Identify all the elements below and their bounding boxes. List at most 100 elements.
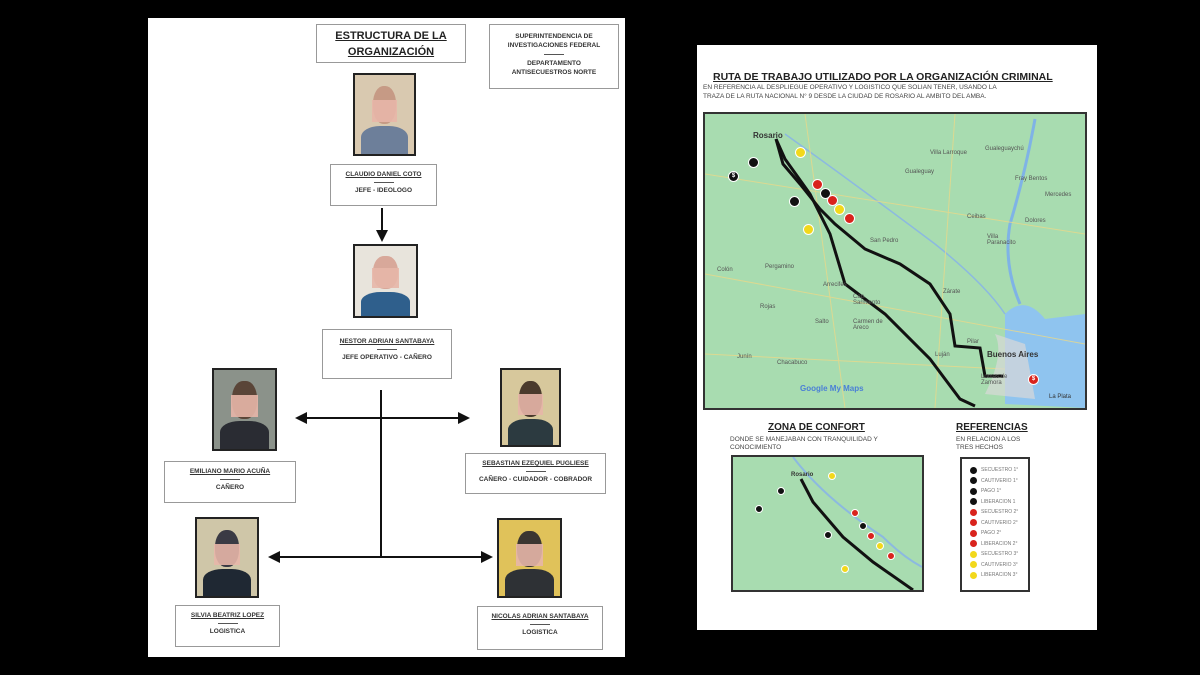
comfort-zone-title: ZONA DE CONFORT [768, 422, 865, 433]
map-marker-secuestro-2[interactable] [844, 213, 855, 224]
map-label-junin: Junín [737, 354, 752, 360]
member-label-silvia: SILVIA BEATRIZ LOPEZ LOGISTICA [175, 605, 280, 647]
map-marker-secuestro-1[interactable] [748, 157, 759, 168]
member-name: SILVIA BEATRIZ LOPEZ [190, 612, 265, 619]
map-label-san-pedro: San Pedro [870, 238, 899, 244]
legend-label: PAGO 2° [981, 530, 1002, 537]
legend-label: CAUTIVERIO 3° [981, 561, 1018, 568]
legend-item: LIBERACION 1 [970, 497, 1028, 508]
member-role: LOGISTICA [209, 628, 246, 635]
marker [887, 552, 895, 560]
map-label-cap-sarmiento: Cap. Sarmiento [853, 294, 881, 306]
marker [851, 509, 859, 517]
legend-marker-icon [970, 477, 977, 485]
member-name: NESTOR ADRIAN SANTABAYA [339, 338, 435, 345]
route-9-line [774, 138, 976, 408]
member-role: CAÑERO [215, 484, 245, 491]
parana-river [1006, 118, 1037, 305]
legend-marker-icon [970, 529, 977, 537]
org-title-line2: ORGANIZACIÓN [347, 46, 435, 58]
agency-line1: SUPERINTENDENCIA DE [515, 33, 593, 40]
map-marker-secuestro-3[interactable] [795, 147, 806, 158]
map-label-pergamino: Pergamino [765, 264, 795, 270]
map-marker-liberacion-1[interactable] [789, 196, 800, 207]
legend-item: PAGO 1° [970, 486, 1028, 497]
legend-item: PAGO 2° [970, 528, 1028, 539]
agency-line3: DEPARTAMENTO [527, 60, 581, 67]
legend-label: PAGO 1° [981, 488, 1002, 495]
map-label-villa-larroque: Villa Larroque [930, 150, 967, 156]
route-subtitle-2: TRAZA DE LA RUTA NACIONAL N° 9 DESDE LA … [703, 93, 987, 100]
references-title: REFERENCIAS [956, 422, 1028, 433]
map-label-zarate: Zárate [943, 289, 961, 295]
map-label-gualeguay: Gualeguay [905, 169, 935, 175]
map-label-colon: Colón [717, 267, 733, 273]
marker [859, 522, 867, 530]
map-label-la-plata: La Plata [1049, 394, 1072, 400]
marker [755, 505, 763, 513]
map-label-arrecifes: Arrecifes [823, 282, 847, 288]
member-role: LOGISTICA [522, 629, 558, 636]
marker [828, 472, 836, 480]
map-label-ceibas: Ceibas [967, 214, 986, 220]
legend-label: SECUESTRO 1° [981, 467, 1019, 474]
map-label-chacabuco: Chacabuco [777, 360, 808, 366]
map-label-buenos-aires: Buenos Aires [987, 350, 1039, 359]
comfort-zone-text-1: DONDE SE MANEJABAN CON TRANQUILIDAD Y [730, 436, 878, 443]
map-marker-pago-2[interactable]: $ [1028, 374, 1039, 385]
map-label-rosario: Rosario [753, 131, 783, 140]
legend-item: SECUESTRO 2° [970, 507, 1028, 518]
map-marker-liberacion-3[interactable] [803, 224, 814, 235]
references-text-2: TRES HECHOS [956, 444, 1003, 451]
route-map[interactable]: Rosario Buenos Aires La Plata Villa Larr… [703, 112, 1087, 410]
legend-item: CAUTIVERIO 3° [970, 560, 1028, 571]
map-marker-cautiverio-1[interactable] [820, 188, 831, 199]
legend-item: CAUTIVERIO 1° [970, 476, 1028, 487]
legend-marker-icon [970, 498, 977, 506]
member-photo-emiliano [212, 368, 277, 451]
route-9-line-zoom [799, 478, 914, 590]
map-label-pilar: Pilar [967, 339, 980, 345]
map-marker-cautiverio-2[interactable] [827, 195, 838, 206]
route-title: RUTA DE TRABAJO UTILIZADO POR LA ORGANIZ… [713, 71, 1053, 83]
legend-item: LIBERACION 2° [970, 539, 1028, 550]
references-legend: SECUESTRO 1° CAUTIVERIO 1°PAGO 1° LIBERACI… [960, 457, 1030, 592]
member-name: NICOLAS ADRIAN SANTABAYA [491, 613, 589, 620]
legend-label: LIBERACION 1 [981, 498, 1016, 505]
agency-line2: INVESTIGACIONES FEDERAL [507, 42, 601, 49]
member-name: EMILIANO MARIO ACUÑA [189, 468, 271, 475]
marker [876, 542, 884, 550]
map-label-carmen-de-areco: Carmen de Areco [853, 319, 883, 331]
map-label-villa-paranacito: Villa Paranacito [987, 234, 1016, 246]
legend-marker-icon [970, 571, 977, 579]
marker [867, 532, 875, 540]
legend-item: CAUTIVERIO 2° [970, 518, 1028, 529]
org-title-line1: ESTRUCTURA DE LA [335, 30, 447, 42]
legend-item: LIBERACION 3° [970, 570, 1028, 581]
route-subtitle-1: EN REFERENCIA AL DESPLIEGUE OPERATIVO Y … [703, 84, 997, 91]
map-marker-liberacion-2[interactable] [812, 179, 823, 190]
comfort-map-label-rosario: Rosario [791, 472, 814, 478]
legend-marker-icon [970, 561, 977, 569]
marker [841, 565, 849, 573]
legend-marker-icon [970, 540, 977, 548]
comfort-zone-map[interactable]: Rosario [731, 455, 924, 592]
map-marker-pago-1[interactable]: $ [728, 171, 739, 182]
legend-marker-icon [970, 487, 977, 495]
map-label-lomas-de-zamora: Lomas de Zamora [981, 374, 1008, 386]
member-role: JEFE - IDEOLOGO [354, 187, 413, 194]
legend-marker-icon [970, 466, 977, 474]
legend-marker-icon [970, 550, 977, 558]
map-label-gualeguaychu: Gualeguaychú [985, 146, 1024, 152]
map-label-salto: Salto [815, 319, 829, 325]
map-label-fray-bentos: Fray Bentos [1015, 176, 1048, 182]
agency-line4: ANTISECUESTROS NORTE [511, 69, 597, 76]
google-my-maps-logo: Google My Maps [800, 384, 864, 393]
legend-label: LIBERACION 2° [981, 540, 1018, 547]
map-marker-cautiverio-3[interactable] [834, 204, 845, 215]
member-photo-silvia [195, 517, 259, 598]
divider [544, 54, 564, 55]
